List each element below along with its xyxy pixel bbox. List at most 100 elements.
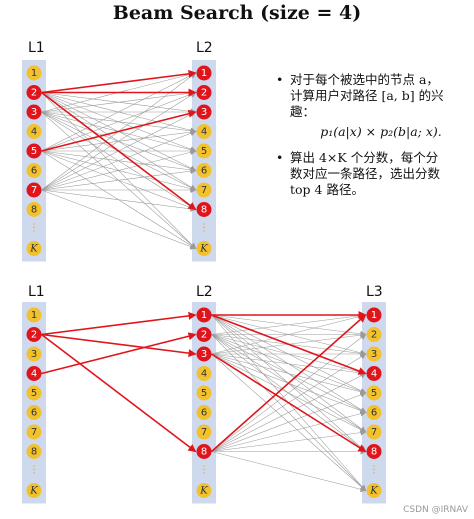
bottom-l2-node-circle [196, 424, 212, 440]
bottom-l3-node-1: 1 [366, 307, 382, 323]
top-candidate-edge [41, 149, 197, 191]
top-l1-node-circle [26, 182, 42, 198]
bottom-l1-node-label: 6 [31, 408, 37, 419]
top-l2-node-label: 3 [201, 107, 207, 118]
bottom-2to3-selected-path [211, 353, 367, 453]
top-l1-node-9: ⋮ [29, 223, 39, 234]
note-line: 对于每个被选中的节点 a， [290, 72, 439, 87]
top-l1-node-circle [26, 143, 42, 159]
bottom-l2-node-label: 4 [201, 369, 207, 380]
top-l1-node-circle [26, 124, 42, 139]
top-selected-path [41, 109, 197, 152]
top-l2-node-label: ⋮ [199, 223, 209, 234]
top-l1-node-7: 7 [26, 182, 42, 198]
bottom-l2-node-label: 2 [201, 330, 207, 341]
bottom-2to3-selected-path [211, 314, 367, 375]
bottom-l1-node-label: 5 [31, 388, 37, 399]
bottom-2to3-candidate-edge [211, 353, 367, 376]
top-l1-node-circle [26, 65, 42, 81]
bottom-l3-node-label: 8 [371, 447, 377, 458]
bottom-l1-node-5: 5 [26, 385, 42, 401]
top-candidate-edge [41, 189, 197, 212]
bottom-2to3-candidate-edge [211, 373, 367, 452]
bottom-l2-node-3: 3 [196, 346, 212, 362]
bottom-l3-node-5: 5 [366, 385, 382, 401]
bottom-2to3-candidate-edge [211, 410, 367, 452]
bottom-l2-node-circle [196, 444, 212, 459]
top-l1-node-label: 8 [31, 205, 37, 216]
top-l1-node-circle [26, 163, 42, 178]
top-selected-path [41, 69, 197, 94]
note-bullet-1: 对于每个被选中的节点 a， 计算用户对路径 [a, b] 的兴 趣： p₁(a|… [276, 72, 472, 140]
bottom-l3-node-circle [366, 346, 382, 362]
top-candidate-edge [41, 189, 197, 250]
bottom-l1-node-label: 4 [31, 369, 37, 380]
bottom-l3-node-6: 6 [366, 405, 382, 420]
top-l1-node-label: 4 [31, 127, 37, 138]
top-l1-node-circle [26, 104, 42, 120]
bottom-l3-node-4: 4 [366, 366, 382, 381]
top-l1-node-4: 4 [26, 124, 42, 139]
top-l2-node-circle [196, 143, 212, 159]
bottom-l3-node-circle [366, 483, 382, 498]
bottom-2to3-candidate-edge [211, 353, 367, 395]
top-candidate-edge [41, 130, 197, 191]
top-l1-node-label: 1 [31, 68, 37, 79]
top-l2-node-9: ⋮ [199, 223, 209, 234]
top-l2-node-circle [196, 163, 212, 178]
bottom-l3-node-label: 2 [371, 330, 377, 341]
bottom-2to3-candidate-edge [211, 451, 367, 493]
bottom-l2-node-circle [196, 483, 212, 498]
bottom-l3-node-label: 7 [371, 427, 377, 438]
bottom-l3-node-label: 3 [371, 349, 377, 360]
top-l2-node-label: 4 [201, 127, 207, 138]
bottom-l3-node-3: 3 [366, 346, 382, 362]
bottom-l1-node-label: ⋮ [29, 465, 39, 476]
top-l1-node-circle [26, 202, 42, 217]
bottom-l1-node-label: 3 [31, 349, 37, 360]
bottom-l3-node-10: K [366, 483, 382, 498]
bottom-l1-node-10: K [26, 483, 42, 498]
bottom-l2-node-label: 6 [201, 408, 207, 419]
score-formula: p₁(a|x) × p₂(b|a; x). [320, 124, 442, 139]
bottom-l2-node-label: K [199, 486, 208, 497]
bottom-l2-node-label: 7 [201, 427, 207, 438]
bottom-l1-label: L1 [28, 284, 45, 300]
top-l2-node-label: 2 [201, 88, 207, 99]
bottom-l3-node-circle [366, 405, 382, 420]
top-l2-node-circle [196, 202, 212, 217]
bottom-l2-node-circle [196, 346, 212, 362]
bottom-l1-node-circle [26, 385, 42, 401]
top-l1-node-1: 1 [26, 65, 42, 81]
bottom-l1-node-label: 2 [31, 330, 37, 341]
bottom-l1-node-circle [26, 424, 42, 440]
top-candidate-edge [41, 91, 197, 152]
page-title: Beam Search (size = 4) [112, 2, 362, 24]
explanation-notes: 对于每个被选中的节点 a， 计算用户对路径 [a, b] 的兴 趣： p₁(a|… [276, 72, 472, 208]
bottom-l2-node-7: 7 [196, 424, 212, 440]
top-l2-node-label: 7 [201, 185, 207, 196]
note-line: 趣： [290, 104, 316, 119]
bottom-l3-node-circle [366, 385, 382, 401]
watermark: CSDN @IRNAV [403, 505, 468, 515]
top-l1-node-label: ⋮ [29, 223, 39, 234]
bottom-l1-node-circle [26, 307, 42, 323]
top-l2-node-4: 4 [196, 124, 212, 139]
bottom-2to3-candidate-edge [211, 429, 367, 452]
top-l2-node-label: 5 [201, 146, 207, 157]
bottom-l2-node-4: 4 [196, 366, 212, 381]
bottom-l1-node-label: 1 [31, 310, 37, 321]
top-l1-node-label: 5 [31, 146, 37, 157]
bottom-l1-node-circle [26, 327, 42, 342]
note-line: 计算用户对路径 [a, b] 的兴 [290, 88, 444, 103]
bottom-l2-node-label: 3 [201, 349, 207, 360]
bottom-l2-node-label: 1 [201, 310, 207, 321]
bottom-2to3-candidate-edge [211, 313, 367, 355]
bottom-l2-node-5: 5 [196, 385, 212, 401]
bottom-l3-node-label: 1 [371, 310, 377, 321]
bottom-l3-node-label: ⋮ [369, 465, 379, 476]
bottom-l1-node-7: 7 [26, 424, 42, 440]
bottom-l2-node-label: ⋮ [199, 465, 209, 476]
top-candidate-edge [41, 90, 197, 113]
